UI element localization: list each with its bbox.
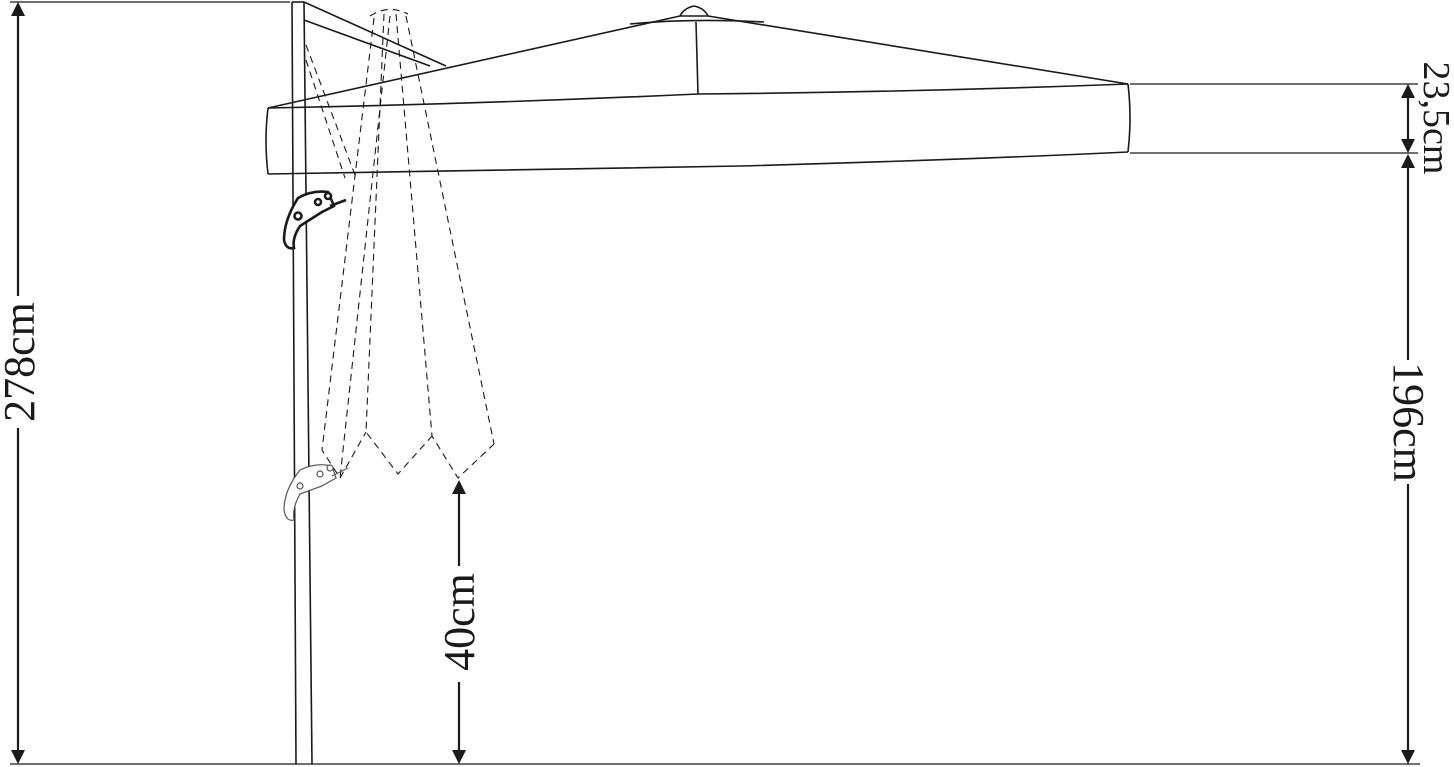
arrow-down-icon [452,750,466,764]
cantilever-arm [303,1,447,67]
canopy-thickness-dimension: 23,5cm [1401,62,1454,175]
clearance-height-label: 196cm [1384,362,1433,482]
umbrella-pole [291,1,313,765]
canopy-finial [678,5,710,17]
arrow-up-icon [452,480,466,494]
total-height-label: 278cm [0,302,44,422]
arrow-up-icon [1401,154,1415,168]
total-height-dimension: 278cm [0,1,290,764]
arrow-down-icon [1401,139,1415,153]
clearance-height-dimension: 196cm [1384,154,1433,764]
canopy-thickness-label: 23,5cm [1415,62,1454,175]
crank-handle [282,190,347,250]
folded-clearance-dimension: 40cm [435,480,484,764]
crank-handle-ghost [283,464,349,521]
folded-canopy-dashed [321,8,495,479]
folded-clearance-label: 40cm [435,573,484,671]
arrow-up-icon [1401,84,1415,98]
arrow-down-icon [11,750,25,764]
open-canopy [265,5,1131,175]
arrow-down-icon [1401,750,1415,764]
support-struts-dashed [305,44,356,179]
arrow-up-icon [11,2,25,16]
folded-finial [369,8,409,17]
